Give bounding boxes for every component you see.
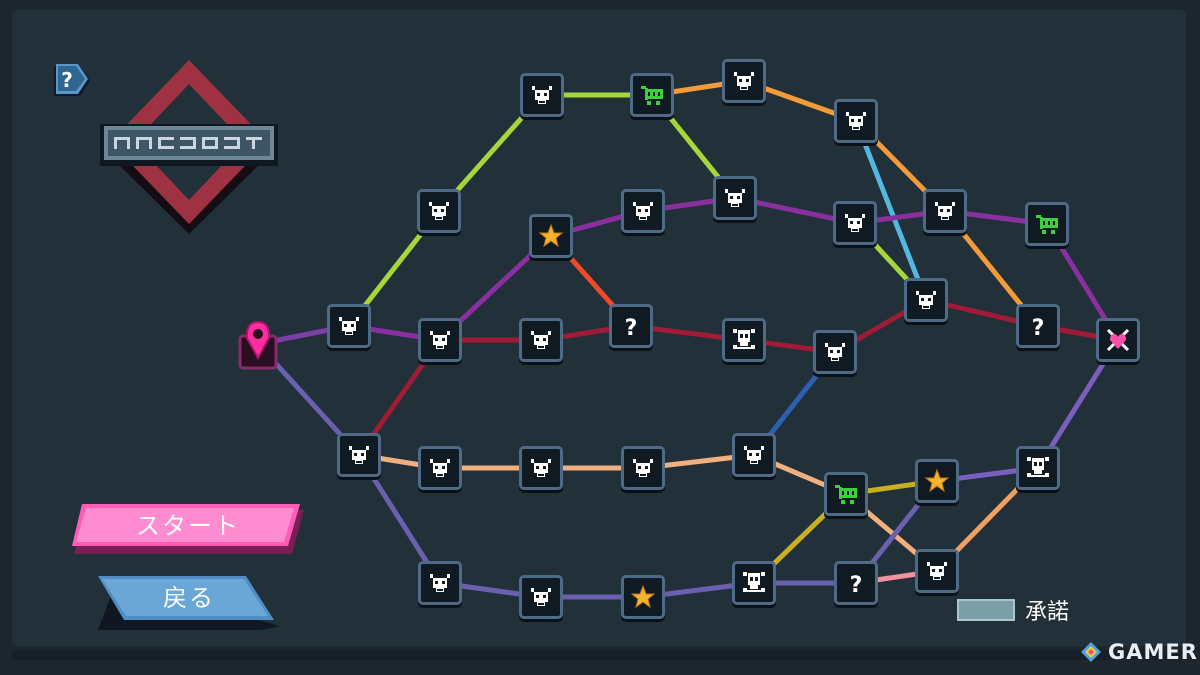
map-node-boss[interactable]	[1096, 318, 1140, 362]
enemy-icon	[430, 459, 450, 477]
map-node-enemy[interactable]	[418, 446, 462, 490]
map-node-star[interactable]	[621, 575, 665, 619]
map-node-enemy[interactable]	[923, 189, 967, 233]
map-node-enemy[interactable]	[813, 330, 857, 374]
enemy-icon	[744, 446, 764, 464]
map-node-enemy[interactable]	[621, 446, 665, 490]
enemy-icon	[725, 189, 745, 207]
map-node-enemy[interactable]	[915, 549, 959, 593]
enemy-icon	[531, 331, 551, 349]
map-node-mystery[interactable]: ?	[1016, 304, 1060, 348]
watermark: GAMER	[1080, 640, 1198, 664]
map-node-enemy[interactable]	[621, 189, 665, 233]
enemy-icon	[531, 588, 551, 606]
map-node-enemy[interactable]	[520, 73, 564, 117]
map-node-shop[interactable]	[630, 73, 674, 117]
map-node-shop[interactable]	[1025, 202, 1069, 246]
back-button-shape	[98, 576, 280, 630]
enemy-icon	[349, 446, 369, 464]
map-node-enemy[interactable]	[418, 318, 462, 362]
map-node-enemy[interactable]	[713, 176, 757, 220]
enemy-icon	[430, 574, 450, 592]
map-node-star[interactable]	[915, 459, 959, 503]
enemy-icon	[531, 459, 551, 477]
start-button-shape	[72, 504, 304, 554]
map-node-enemy[interactable]	[904, 278, 948, 322]
shop-icon	[1036, 215, 1058, 234]
back-button[interactable]: 戻る	[98, 574, 280, 632]
bottom-strip	[12, 650, 1186, 660]
help-button[interactable]: ?	[52, 62, 92, 100]
star-icon	[538, 223, 564, 248]
start-location-pin-icon[interactable]	[234, 314, 282, 370]
enemy-icon	[633, 202, 653, 220]
route-line	[853, 120, 929, 301]
enemy-icon	[633, 459, 653, 477]
start-button[interactable]: スタート	[72, 502, 304, 558]
svg-text:?: ?	[1032, 316, 1045, 339]
map-node-shop[interactable]	[824, 472, 868, 516]
elite-icon	[743, 572, 765, 592]
map-node-elite[interactable]	[722, 318, 766, 362]
help-tag-icon: ?	[54, 64, 90, 96]
star-icon	[924, 468, 950, 493]
map-node-enemy[interactable]	[519, 318, 563, 362]
gamer-logo-icon	[1081, 642, 1101, 662]
map-node-elite[interactable]	[732, 561, 776, 605]
back-label: 戻る	[163, 583, 215, 612]
map-node-mystery[interactable]: ?	[834, 561, 878, 605]
enemy-icon	[935, 202, 955, 220]
mystery-icon: ?	[850, 573, 863, 596]
enemy-icon	[734, 72, 754, 90]
help-label: ?	[61, 68, 73, 92]
watermark-text: GAMER	[1108, 640, 1198, 664]
svg-text:?: ?	[850, 573, 863, 596]
shop-icon	[641, 86, 663, 105]
zone-emblem	[96, 58, 282, 236]
elite-icon	[733, 329, 755, 349]
map-node-enemy[interactable]	[337, 433, 381, 477]
confirm-label: 承諾	[1025, 600, 1070, 625]
enemy-icon	[532, 86, 552, 104]
enemy-icon	[430, 331, 450, 349]
diamond-emblem-icon	[100, 60, 278, 234]
mystery-icon: ?	[1032, 316, 1045, 339]
start-label: スタート	[136, 511, 240, 540]
enemy-icon	[339, 317, 359, 335]
map-node-elite[interactable]	[1016, 446, 1060, 490]
map-node-enemy[interactable]	[833, 201, 877, 245]
confirm-key-icon	[957, 599, 1015, 621]
mystery-icon: ?	[625, 316, 638, 339]
enemy-icon	[845, 214, 865, 232]
enemy-icon	[429, 202, 449, 220]
map-node-enemy[interactable]	[834, 99, 878, 143]
svg-text:?: ?	[625, 316, 638, 339]
star-icon	[630, 584, 656, 609]
map-node-enemy[interactable]	[722, 59, 766, 103]
map-node-star[interactable]	[529, 214, 573, 258]
shop-icon	[835, 485, 857, 504]
enemy-icon	[916, 291, 936, 309]
map-node-enemy[interactable]	[418, 561, 462, 605]
elite-icon	[1027, 457, 1049, 477]
map-node-enemy[interactable]	[519, 575, 563, 619]
confirm-prompt[interactable]: 承諾	[957, 594, 1069, 626]
map-node-enemy[interactable]	[327, 304, 371, 348]
boss-icon	[1106, 328, 1130, 352]
map-node-enemy[interactable]	[732, 433, 776, 477]
map-node-mystery[interactable]: ?	[609, 304, 653, 348]
enemy-icon	[927, 562, 947, 580]
enemy-icon	[825, 343, 845, 361]
map-node-enemy[interactable]	[417, 189, 461, 233]
map-node-enemy[interactable]	[519, 446, 563, 490]
enemy-icon	[846, 112, 866, 130]
